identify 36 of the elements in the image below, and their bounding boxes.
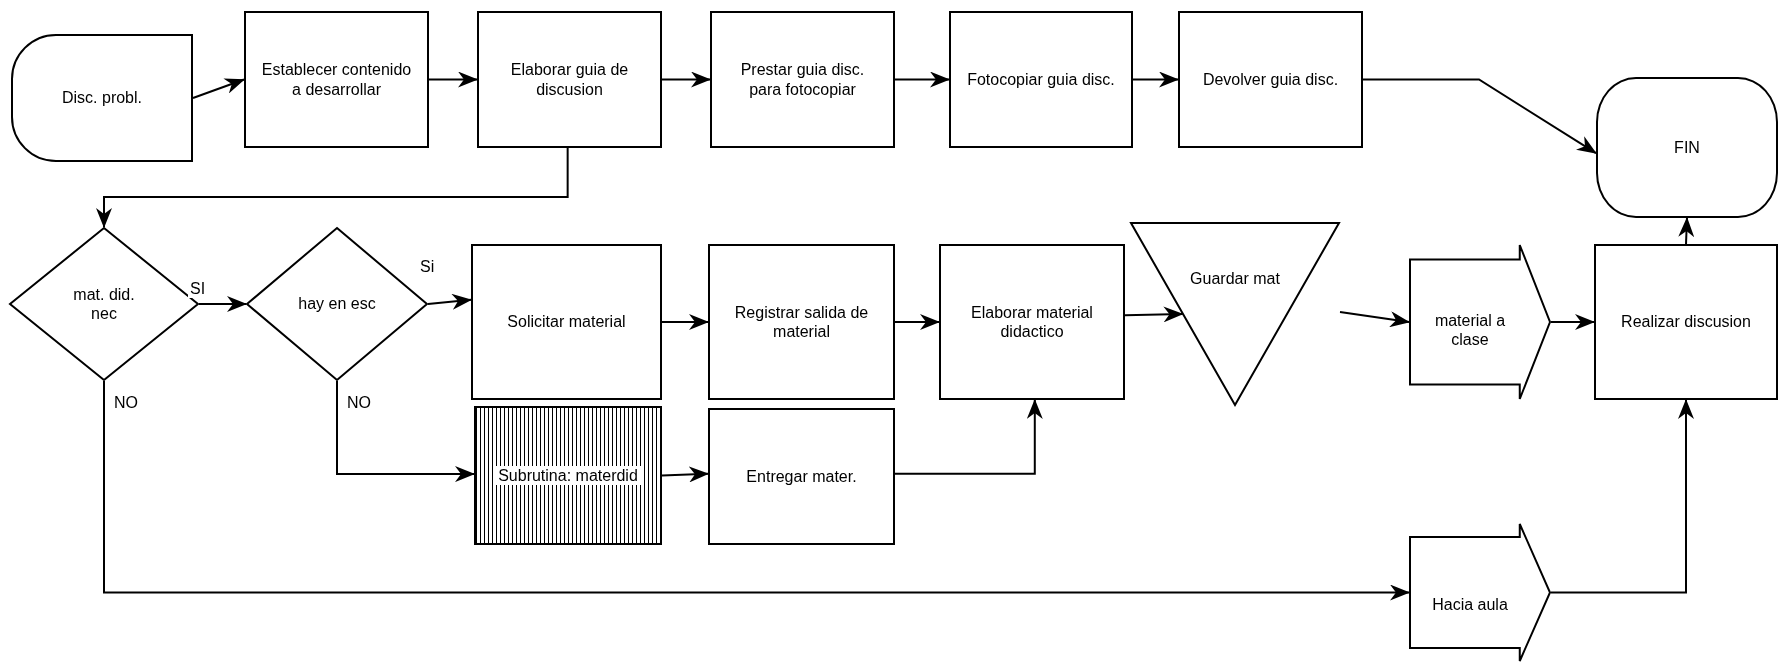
terminal-shape: Disc. probl. — [11, 34, 193, 162]
arrow — [1132, 71, 1179, 88]
arrow — [96, 147, 569, 228]
arrow — [661, 466, 709, 483]
terminal-shape: FIN — [1596, 77, 1778, 218]
arrow — [1124, 306, 1184, 323]
arrow — [1550, 314, 1595, 330]
arrow — [198, 296, 247, 312]
subroutine-box: Subrutina: materdid — [474, 406, 662, 545]
arrow — [427, 293, 472, 310]
process-box: Realizar discusion — [1594, 244, 1778, 400]
arrow — [1550, 399, 1694, 594]
off-page-connector: material a clase — [1409, 244, 1551, 400]
arrow — [661, 71, 711, 88]
arrow — [336, 380, 475, 483]
arrow — [894, 399, 1043, 475]
arrow — [661, 314, 709, 330]
process-box: Elaborar material didactico — [939, 244, 1125, 400]
process-box: Fotocopiar guia disc. — [949, 11, 1133, 148]
arrow — [1678, 217, 1695, 245]
arrow — [428, 71, 478, 88]
process-box: Prestar guia disc. para fotocopiar — [710, 11, 895, 148]
process-box: Solicitar material — [471, 244, 662, 400]
arrow — [1339, 311, 1410, 328]
arrow — [192, 78, 245, 99]
process-box: Entregar mater. — [708, 408, 895, 545]
arrow — [1362, 78, 1597, 155]
arrow — [894, 314, 940, 330]
storage-triangle: Guardar mat — [1130, 222, 1340, 406]
process-box: Devolver guia disc. — [1178, 11, 1363, 148]
process-box: Registrar salida de material — [708, 244, 895, 400]
process-box: Establecer contenido a desarrollar — [244, 11, 429, 148]
arrow — [894, 71, 950, 88]
arrow — [103, 380, 1410, 601]
off-page-connector: Hacia aula — [1409, 523, 1551, 662]
process-box: Elaborar guia de discusion — [477, 11, 662, 148]
